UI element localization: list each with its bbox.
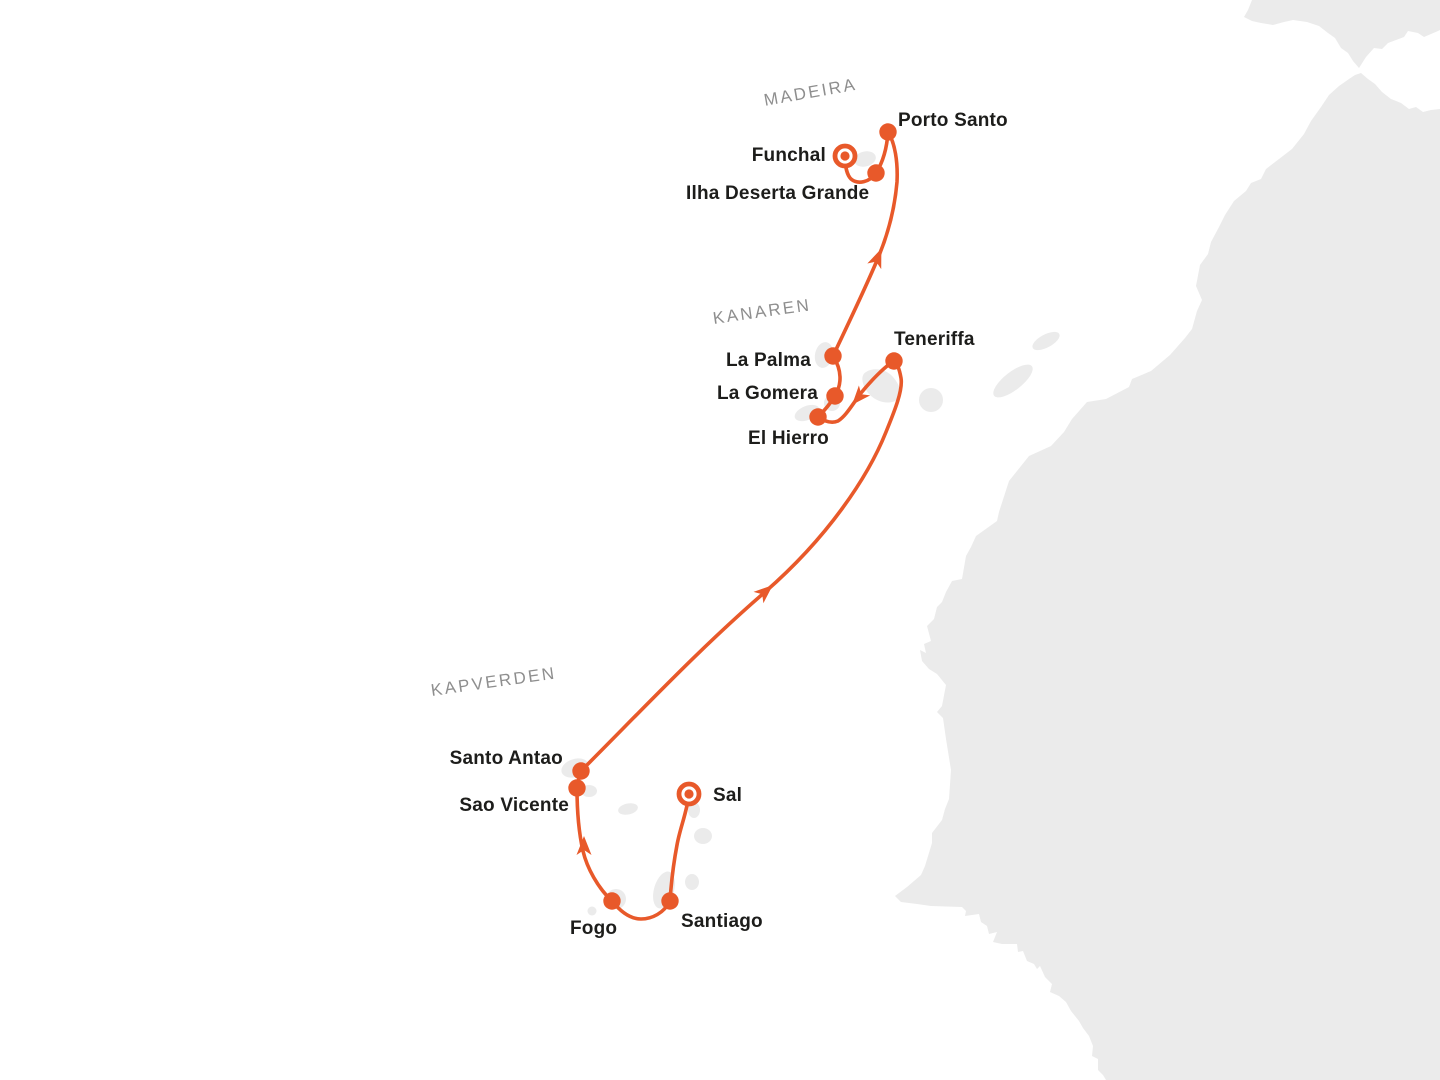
africa-landmass [895, 73, 1440, 1080]
fuerteventura-island [993, 364, 1033, 398]
port-label-fogo: Fogo [570, 918, 618, 939]
leg-teneriffa-el-hierro [816, 359, 896, 425]
boa-vista-island [694, 828, 712, 844]
port-label-funchal: Funchal [751, 145, 826, 166]
brava-island [587, 906, 597, 916]
arrow-icon-fogo-leg [576, 836, 592, 855]
leg-sal-santiago [668, 792, 691, 903]
sao-nicolau-island [618, 803, 638, 815]
route-path [575, 130, 904, 921]
stop-marker-la-gomera [826, 387, 844, 405]
port-label-la-gomera: La Gomera [716, 383, 818, 404]
stop-marker-fogo [603, 892, 621, 910]
leg-la-palma-porto-santo [831, 130, 899, 358]
landmasses [895, 0, 1440, 1080]
tenerife-island [862, 369, 901, 403]
port-label-sao-vicente: Sao Vicente [459, 795, 569, 816]
leg-fogo-sao-vicente [575, 786, 614, 903]
route-direction-arrows [576, 248, 882, 855]
stop-marker-santo-antao [572, 762, 590, 780]
port-label-sal: Sal [713, 785, 743, 806]
leg-santo-antao-teneriffa [579, 359, 904, 773]
start-end-marker-funchal [832, 143, 858, 169]
iberia-landmass [1244, 0, 1440, 68]
gran-canaria-island [919, 388, 943, 412]
maio-island [685, 874, 699, 890]
arrow-icon-madeira-leg [867, 248, 882, 270]
stop-marker-ilha-deserta-grande [867, 164, 885, 182]
stop-marker-porto-santo [879, 123, 897, 141]
port-label-la-palma: La Palma [725, 350, 811, 371]
madeira-island [854, 151, 876, 167]
start-end-marker-sal [676, 781, 702, 807]
port-label-el-hierro: El Hierro [748, 428, 829, 449]
islands [561, 151, 1060, 916]
port-label-santo-antao: Santo Antao [449, 748, 563, 769]
port-label-teneriffa: Teneriffa [894, 329, 975, 350]
arrow-icon-teneriffa-leg [852, 385, 871, 405]
stop-marker-el-hierro [809, 408, 827, 426]
stop-markers [568, 123, 903, 910]
lanzarote-island [1032, 331, 1060, 351]
stop-marker-santiago [661, 892, 679, 910]
leg-santiago-fogo [610, 899, 672, 921]
port-label-porto-santo: Porto Santo [898, 110, 1008, 131]
stop-marker-sao-vicente [568, 779, 586, 797]
stop-marker-la-palma [824, 347, 842, 365]
port-label-ilha-deserta-grande: Ilha Deserta Grande [686, 183, 870, 204]
stop-marker-teneriffa [885, 352, 903, 370]
arrow-icon-atlantic-leg [753, 585, 773, 604]
port-label-santiago: Santiago [681, 911, 763, 932]
